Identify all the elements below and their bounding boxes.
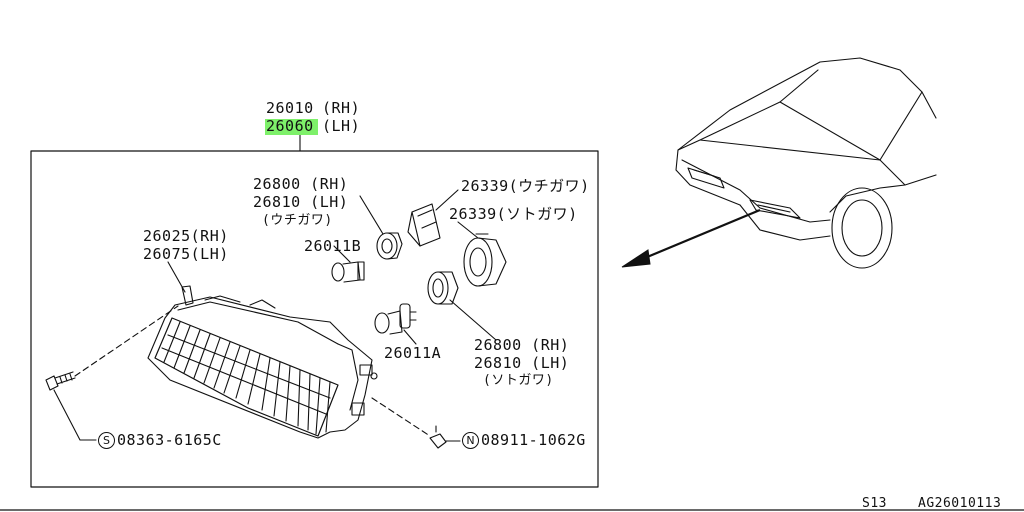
screw-symbol: S [98, 432, 115, 449]
cap-inner-illustration [407, 203, 441, 247]
main-part-rh-side: (RH) [322, 99, 361, 117]
callout-bulb-base-outer-lh[interactable]: 26810 (LH) [474, 354, 570, 372]
bulb-26011b-illustration [331, 261, 365, 283]
nut-symbol: N [462, 432, 479, 449]
main-part-lh-side: (LH) [322, 117, 361, 135]
callout-cap-outer[interactable]: 26339(ソトガワ) [449, 205, 578, 223]
socket-outer-leader [449, 299, 497, 341]
callout-bulb-a[interactable]: 26011A [384, 344, 442, 362]
cap-outer-leader [457, 221, 479, 239]
bulb-26011a-leader [403, 329, 417, 345]
nut-illustration [429, 425, 447, 449]
nut-dashed-leader [371, 397, 431, 437]
callout-housing-rh[interactable]: 26025(RH) [143, 227, 229, 245]
nut-part-number[interactable]: 08911-1062G [481, 431, 586, 449]
screw-callout-leader [53, 389, 97, 441]
callout-bulb-b[interactable]: 26011B [304, 237, 362, 255]
screw-part-number[interactable]: 08363-6165C [117, 431, 222, 449]
socket-inner-leader [359, 195, 384, 235]
screw-dashed-leader [74, 305, 179, 377]
bulb-socket-outer-illustration [427, 271, 459, 305]
headlamp-assembly-illustration [147, 285, 378, 439]
callout-bulb-base-inner-note: (ウチガワ) [262, 213, 333, 228]
main-part-highlight [265, 119, 318, 135]
footer-model-code: S13 [862, 496, 887, 511]
cap-outer-illustration [463, 233, 507, 287]
location-arrow [621, 208, 761, 268]
callout-cap-inner[interactable]: 26339(ウチガワ) [461, 177, 590, 195]
footer-figure-code: AG26010113 [918, 496, 1002, 511]
callout-bulb-base-outer-note: (ソトガワ) [483, 373, 554, 388]
screw-illustration [45, 371, 76, 391]
car-location-illustration [675, 57, 937, 269]
callout-housing-lh[interactable]: 26075(LH) [143, 245, 229, 263]
callout-bulb-base-outer-rh[interactable]: 26800 (RH) [474, 336, 570, 354]
callout-bulb-base-inner-lh[interactable]: 26810 (LH) [253, 193, 349, 211]
callout-bulb-base-inner-rh[interactable]: 26800 (RH) [253, 175, 349, 193]
main-part-rh-number[interactable]: 26010 [266, 99, 314, 117]
bulb-26011a-illustration [374, 303, 417, 335]
main-part-lh-number[interactable]: 26060 [266, 117, 314, 135]
bulb-socket-inner-illustration [376, 232, 403, 260]
housing-leader [167, 261, 186, 293]
bulb-26011b-leader [333, 245, 351, 263]
assembly-frame [30, 150, 599, 488]
cap-inner-leader [435, 189, 459, 211]
